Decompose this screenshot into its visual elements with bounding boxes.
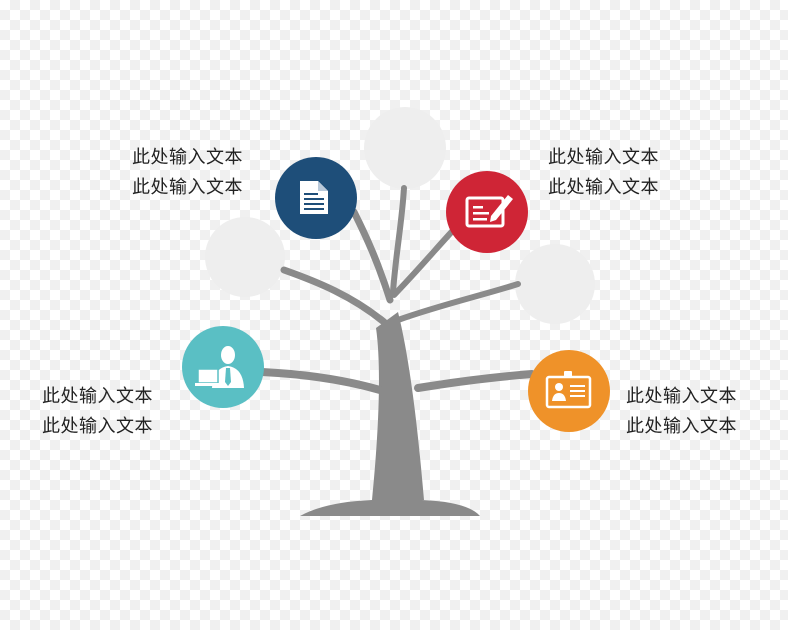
text-block-bottom-right: 此处输入文本 此处输入文本 (626, 382, 737, 442)
node-id-card (528, 350, 610, 432)
text-line: 此处输入文本 (548, 177, 659, 198)
text-line: 此处输入文本 (42, 386, 153, 407)
node-document (275, 157, 357, 239)
text-block-top-left: 此处输入文本 此处输入文本 (132, 143, 243, 203)
text-line: 此处输入文本 (626, 416, 737, 437)
businessman-icon (195, 346, 244, 388)
placeholder-circle-top (364, 107, 446, 189)
text-line: 此处输入文本 (132, 147, 243, 168)
node-edit-document (446, 171, 528, 253)
text-block-bottom-left: 此处输入文本 此处输入文本 (42, 382, 153, 442)
placeholder-circle-right (515, 244, 595, 324)
node-businessman (182, 326, 264, 408)
text-line: 此处输入文本 (626, 386, 737, 407)
text-block-top-right: 此处输入文本 此处输入文本 (548, 143, 659, 203)
text-line: 此处输入文本 (548, 147, 659, 168)
document-icon (300, 181, 328, 214)
tree-trunk (258, 185, 536, 516)
id-card-icon (545, 371, 592, 409)
placeholder-circle-left (205, 217, 285, 297)
text-line: 此处输入文本 (132, 177, 243, 198)
edit-document-icon (465, 195, 513, 228)
text-line: 此处输入文本 (42, 416, 153, 437)
